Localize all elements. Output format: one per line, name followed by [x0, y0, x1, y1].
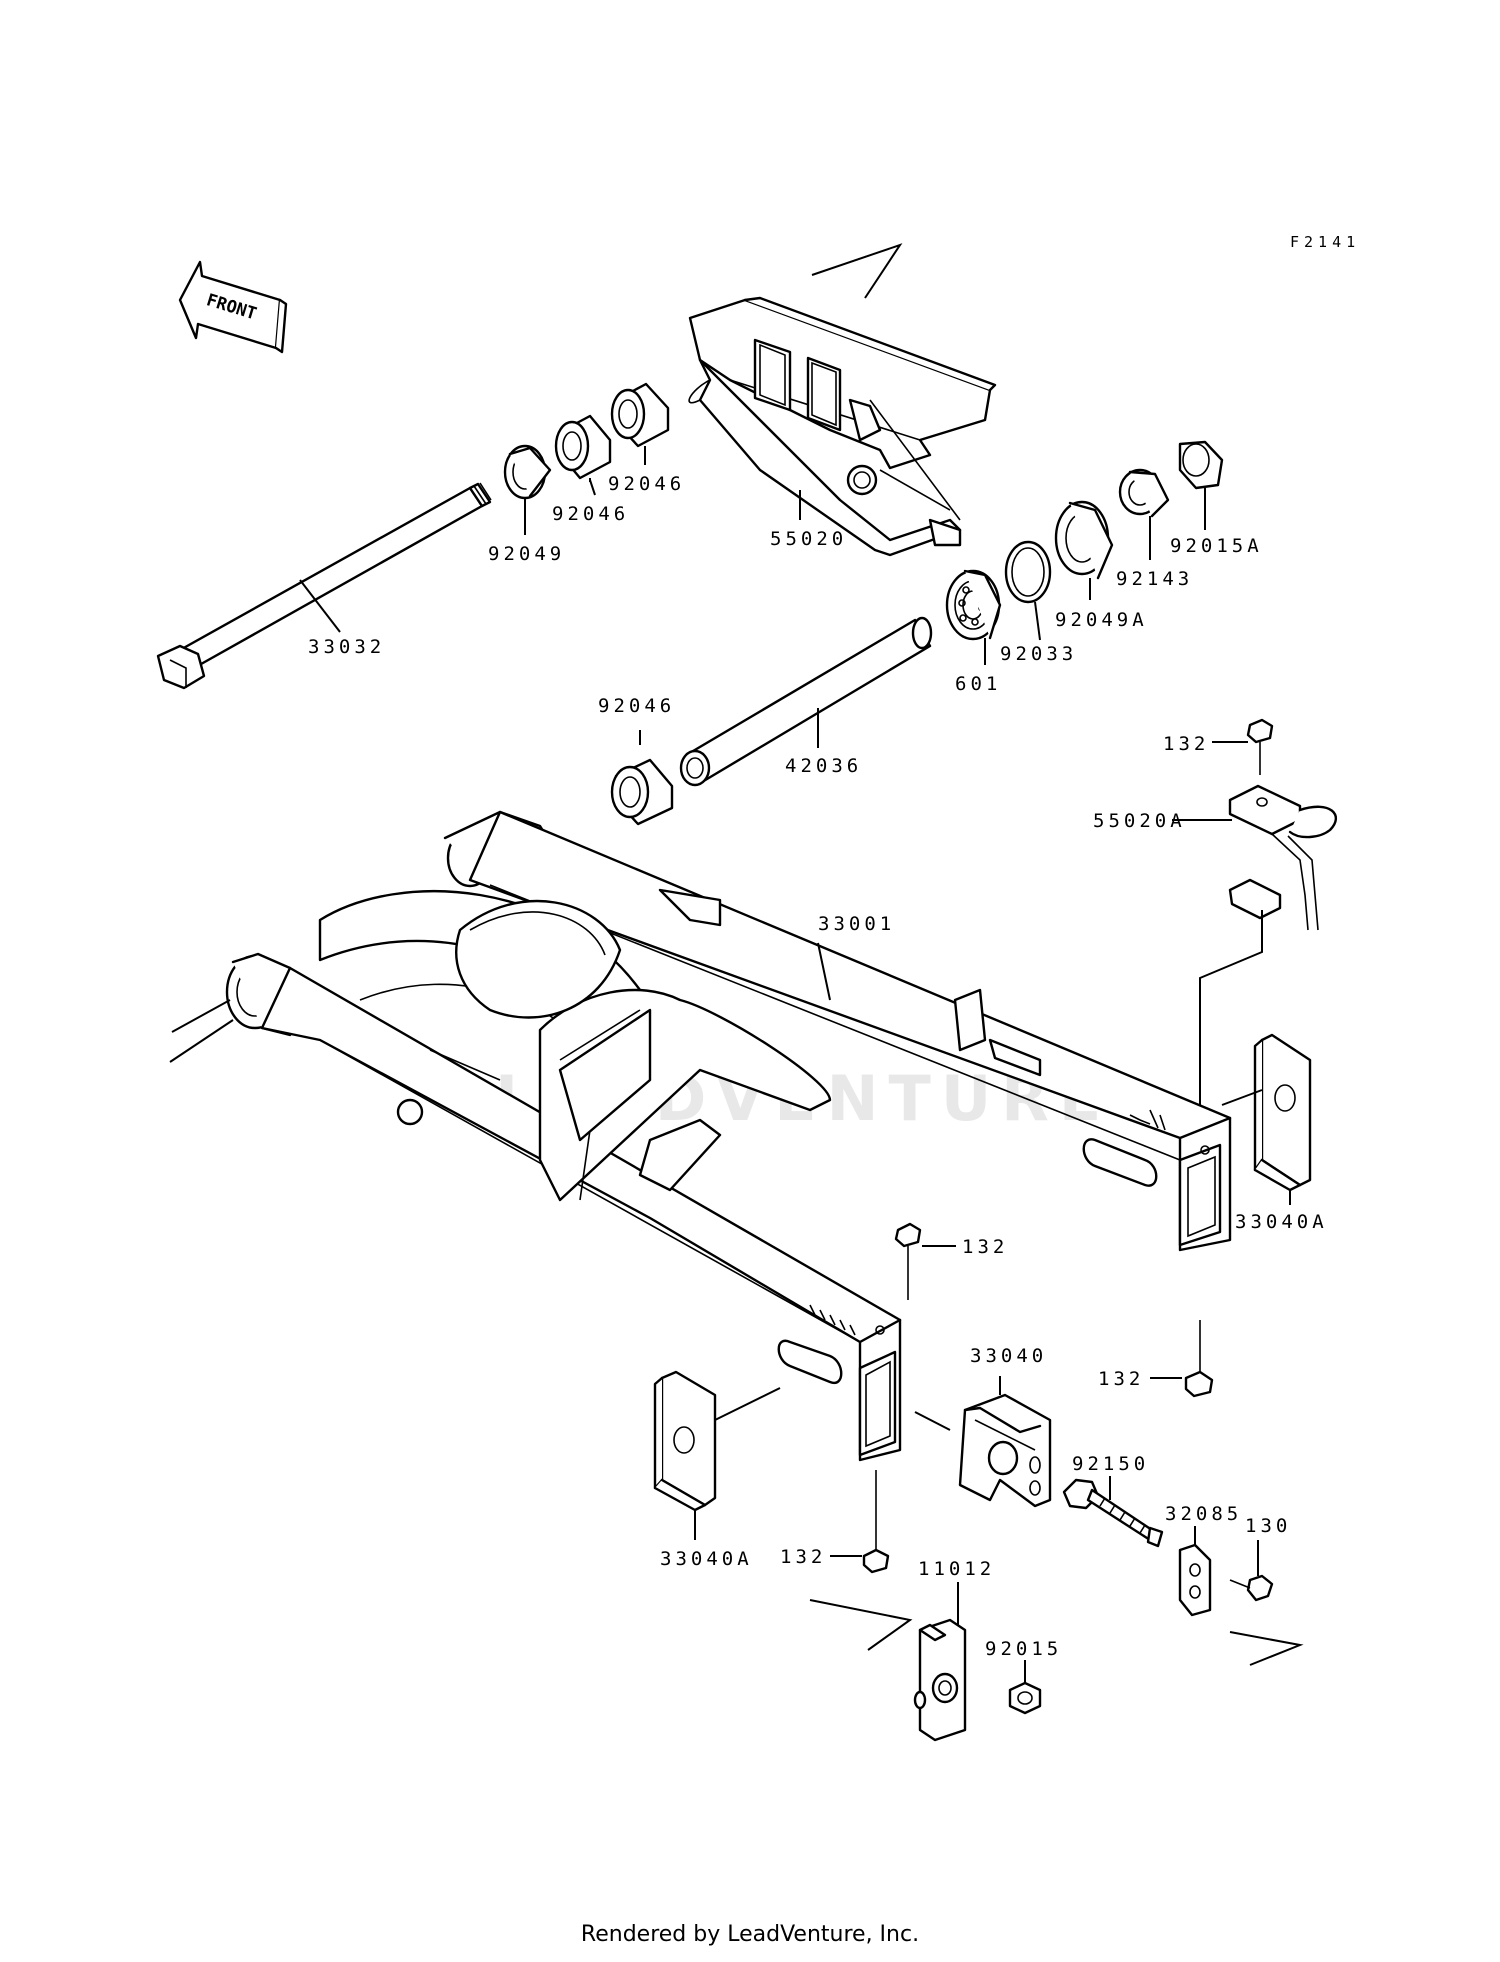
label-33032: 33032 [308, 636, 385, 658]
chain-adjuster-33040[interactable] [958, 1393, 1052, 1508]
label-92046-b: 92046 [608, 473, 685, 495]
adjuster-bolt-92150[interactable] [1062, 1478, 1164, 1548]
adjuster-plate-33040A-right[interactable] [1253, 1033, 1312, 1192]
label-33040: 33040 [970, 1345, 1047, 1367]
chain-guide-clip-55020A[interactable] [1228, 784, 1337, 931]
label-55020: 55020 [770, 528, 847, 550]
label-11012: 11012 [918, 1558, 995, 1580]
pivot-shaft-33032[interactable] [156, 482, 492, 690]
label-92046-a: 92046 [552, 503, 629, 525]
nut-92015[interactable] [1008, 1681, 1042, 1715]
label-132-d: 132 [780, 1546, 826, 1568]
seal-92049A[interactable] [1054, 500, 1114, 580]
needle-bearing-92046-a[interactable] [554, 414, 612, 480]
adjuster-plate-32085[interactable] [1178, 1543, 1212, 1617]
front-arrow-icon: FRONT [178, 260, 288, 354]
circlip-92033[interactable] [1004, 540, 1052, 604]
label-32085: 32085 [1165, 1503, 1242, 1525]
label-132-b: 132 [962, 1236, 1008, 1258]
needle-bearing-92046-b[interactable] [610, 382, 670, 448]
label-42036: 42036 [785, 755, 862, 777]
label-92015: 92015 [985, 1638, 1062, 1660]
label-92143: 92143 [1116, 568, 1193, 590]
bolt-132-a[interactable] [1246, 718, 1274, 775]
ball-bearing-601[interactable] [945, 569, 1002, 641]
label-132-c: 132 [1098, 1368, 1144, 1390]
figure-code: F2141 [1290, 233, 1360, 251]
label-92046-c: 92046 [598, 695, 675, 717]
rendered-by-footer: Rendered by LeadVenture, Inc. [580, 1922, 920, 1947]
bolt-132-c[interactable] [1184, 1320, 1214, 1398]
label-55020A: 55020A [1093, 810, 1186, 832]
collar-92015A[interactable] [1178, 440, 1224, 490]
bolt-130[interactable] [1229, 1574, 1274, 1602]
bolt-132-d[interactable] [862, 1470, 890, 1574]
label-33040A-left: 33040A [660, 1548, 753, 1570]
chain-guard-55020[interactable] [688, 243, 997, 557]
label-601: 601 [955, 673, 1001, 695]
swingarm-33001[interactable] [169, 810, 1232, 1462]
bolt-132-b[interactable] [894, 1222, 922, 1300]
label-130: 130 [1245, 1515, 1291, 1537]
label-33001: 33001 [818, 913, 895, 935]
label-132-a: 132 [1163, 733, 1209, 755]
seal-92049[interactable] [503, 444, 552, 500]
collar-92143[interactable] [1118, 468, 1170, 518]
label-92049A: 92049A [1055, 609, 1148, 631]
pivot-collar-42036[interactable] [679, 616, 933, 787]
bracket-11012[interactable] [809, 1599, 967, 1742]
label-92033: 92033 [1000, 643, 1077, 665]
adjuster-plate-33040A-left[interactable] [653, 1370, 717, 1512]
label-92049: 92049 [488, 543, 565, 565]
needle-bearing-92046-c[interactable] [610, 758, 674, 826]
label-92150: 92150 [1072, 1453, 1149, 1475]
label-92015A: 92015A [1170, 535, 1263, 557]
label-33040A-right: 33040A [1235, 1211, 1328, 1233]
